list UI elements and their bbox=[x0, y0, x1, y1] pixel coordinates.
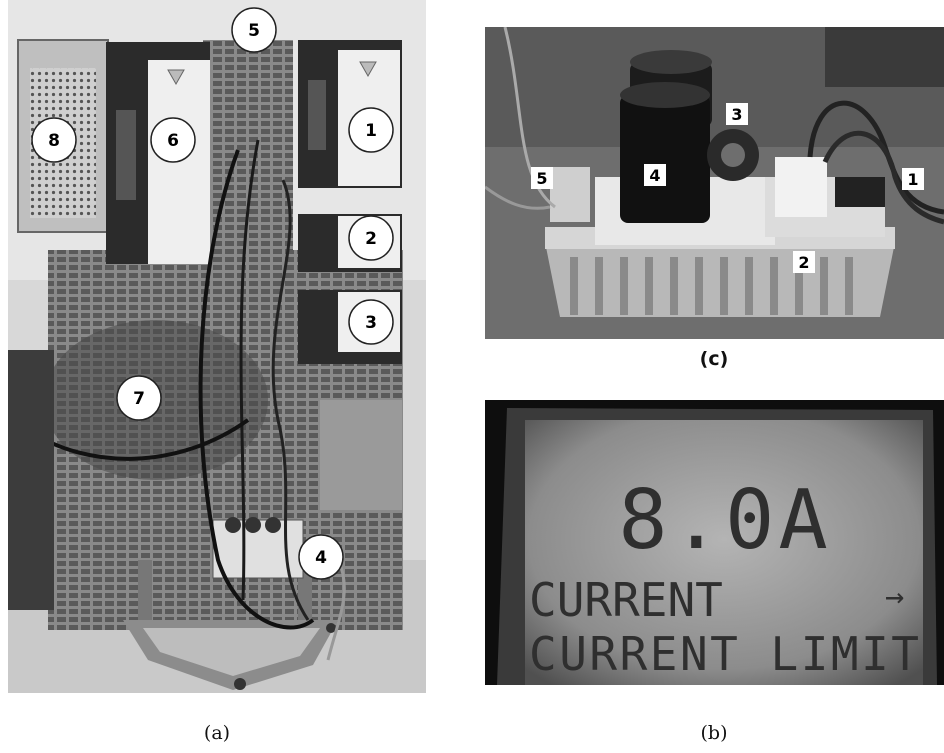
caption-c: (c) bbox=[699, 348, 729, 370]
svg-text:1: 1 bbox=[365, 121, 377, 141]
marker-5: 5 bbox=[231, 7, 277, 53]
caption-b: (b) bbox=[700, 722, 728, 744]
svg-text:1: 1 bbox=[907, 170, 918, 189]
label-3: 3 bbox=[726, 103, 748, 125]
svg-text:8: 8 bbox=[48, 131, 60, 151]
test-bench-photo: 5 8 6 1 2 3 7 4 bbox=[8, 0, 426, 693]
lcd-line2: CURRENT LIMIT bbox=[529, 627, 919, 681]
caption-a: (a) bbox=[203, 722, 231, 744]
marker-3: 3 bbox=[348, 299, 394, 345]
lcd-line1: CURRENT bbox=[529, 573, 723, 627]
svg-text:5: 5 bbox=[536, 169, 547, 188]
svg-text:2: 2 bbox=[798, 253, 809, 272]
svg-text:3: 3 bbox=[731, 105, 742, 124]
photo-panel-c: 3 4 5 1 2 bbox=[485, 27, 944, 339]
lcd-display-photo: 8.0A CURRENT → CURRENT LIMIT bbox=[485, 400, 944, 685]
marker-4: 4 bbox=[298, 534, 344, 580]
label-1: 1 bbox=[902, 168, 924, 190]
svg-text:5: 5 bbox=[248, 21, 260, 41]
photo-panel-a: 5 8 6 1 2 3 7 4 bbox=[8, 0, 426, 693]
marker-2: 2 bbox=[348, 215, 394, 261]
marker-8: 8 bbox=[31, 117, 77, 163]
label-5: 5 bbox=[531, 167, 553, 189]
lcd-value: 8.0A bbox=[618, 473, 831, 568]
marker-6: 6 bbox=[150, 117, 196, 163]
lcd-arrow: → bbox=[885, 577, 904, 615]
label-4: 4 bbox=[644, 164, 666, 186]
marker-7: 7 bbox=[116, 375, 162, 421]
lcd-panel-b: 8.0A CURRENT → CURRENT LIMIT bbox=[485, 400, 944, 685]
svg-text:4: 4 bbox=[649, 166, 660, 185]
svg-text:4: 4 bbox=[315, 548, 327, 568]
svg-text:3: 3 bbox=[365, 313, 377, 333]
filter-module-photo: 3 4 5 1 2 bbox=[485, 27, 944, 339]
marker-1: 1 bbox=[348, 107, 394, 153]
label-2: 2 bbox=[793, 251, 815, 273]
svg-text:6: 6 bbox=[167, 131, 179, 151]
svg-text:7: 7 bbox=[133, 389, 145, 409]
svg-text:2: 2 bbox=[365, 229, 377, 249]
